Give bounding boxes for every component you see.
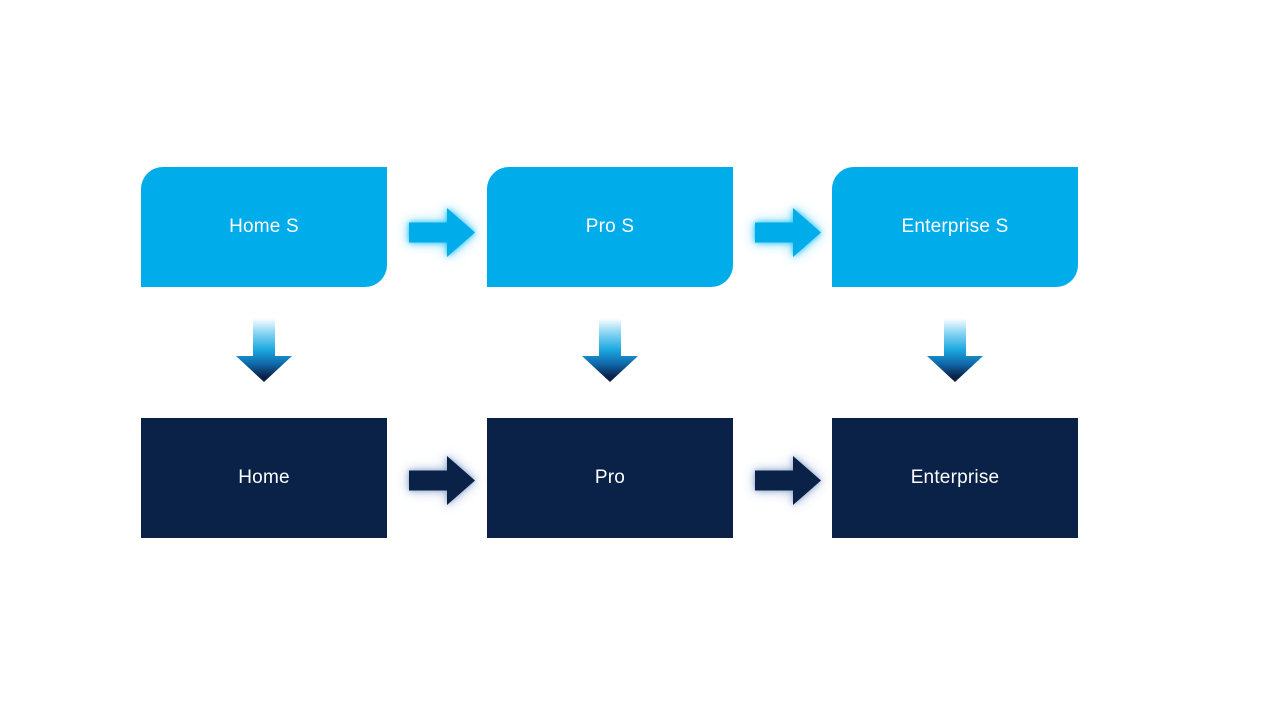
node-label: Home	[238, 467, 290, 488]
right-arrow-icon	[755, 456, 821, 505]
node-label: Enterprise S	[901, 216, 1009, 237]
node-label: Pro	[594, 467, 626, 488]
down-arrow-icon	[927, 318, 983, 382]
node-pro-s: Pro S	[487, 167, 733, 287]
right-arrow-icon	[755, 208, 821, 257]
node-label: Enterprise	[910, 467, 1000, 488]
node-enterprise-s: Enterprise S	[832, 167, 1078, 287]
right-arrow-icon	[409, 456, 475, 505]
down-arrow-icon	[582, 318, 638, 382]
right-arrow-icon	[409, 208, 475, 257]
down-arrow-icon	[236, 318, 292, 382]
node-home: Home	[141, 418, 387, 538]
node-pro: Pro	[487, 418, 733, 538]
node-enterprise: Enterprise	[832, 418, 1078, 538]
node-home-s: Home S	[141, 167, 387, 287]
node-label: Home S	[229, 216, 299, 237]
node-label: Pro S	[585, 216, 635, 237]
